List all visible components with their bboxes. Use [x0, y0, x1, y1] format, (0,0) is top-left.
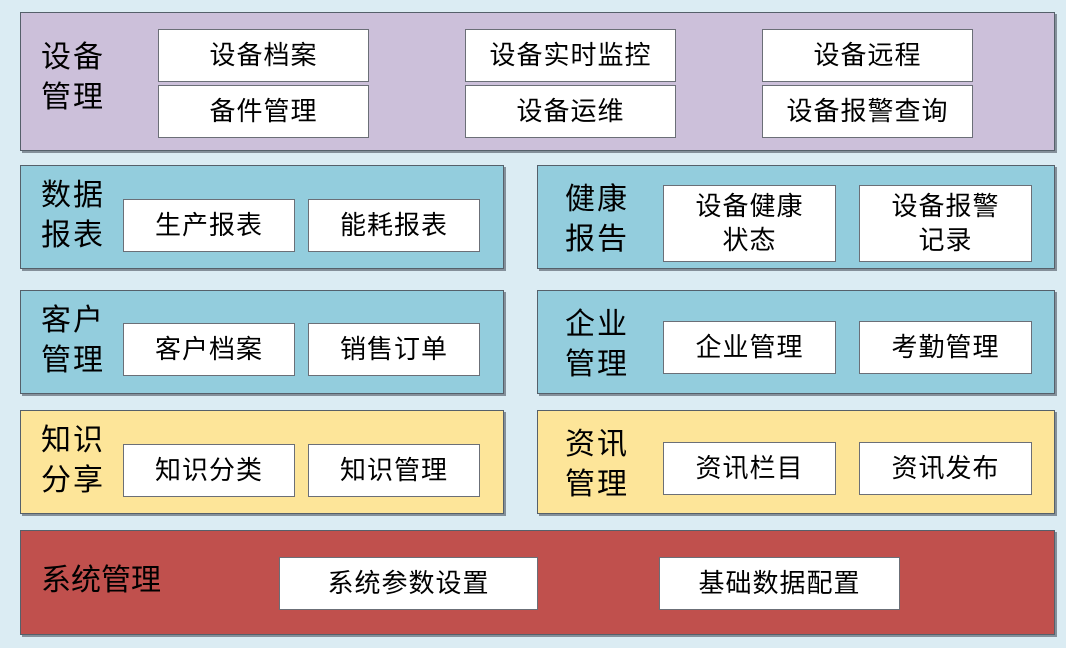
item-equipment-alarm-query[interactable]: 设备报警查询: [762, 85, 973, 138]
item-label: 生产报表: [154, 210, 263, 241]
item-label: 设备档案: [209, 40, 318, 71]
news-management-title: 资讯 管理: [565, 427, 629, 502]
equipment-management-title: 设备 管理: [41, 40, 105, 115]
item-label: 设备报警查询: [786, 96, 949, 127]
item-label: 能耗报表: [339, 210, 448, 241]
item-label: 设备报警 记录: [891, 191, 1000, 256]
knowledge-sharing-title: 知识 分享: [41, 423, 105, 498]
item-equipment-maintenance[interactable]: 设备运维: [465, 85, 676, 138]
system-management-panel: 系统管理 系统参数设置 基础数据配置: [20, 530, 1055, 635]
item-news-publish[interactable]: 资讯发布: [859, 442, 1032, 495]
item-knowledge-management[interactable]: 知识管理: [308, 444, 480, 497]
item-label: 考勤管理: [891, 332, 1000, 363]
item-label: 销售订单: [339, 334, 448, 365]
item-label: 客户档案: [154, 334, 263, 365]
health-report-title: 健康 报告: [565, 182, 629, 257]
item-spare-parts-management[interactable]: 备件管理: [158, 85, 369, 138]
item-equipment-realtime-monitor[interactable]: 设备实时监控: [465, 29, 676, 82]
data-reports-title: 数据 报表: [41, 178, 105, 253]
item-equipment-archive[interactable]: 设备档案: [158, 29, 369, 82]
item-label: 设备健康 状态: [695, 191, 804, 256]
item-energy-report[interactable]: 能耗报表: [308, 199, 480, 252]
item-label: 资讯发布: [891, 453, 1000, 484]
enterprise-management-panel: 企业 管理 企业管理 考勤管理: [537, 290, 1055, 394]
item-label: 企业管理: [695, 332, 804, 363]
item-knowledge-category[interactable]: 知识分类: [123, 444, 295, 497]
item-label: 知识分类: [154, 455, 263, 486]
system-management-title: 系统管理: [41, 563, 161, 598]
item-customer-archive[interactable]: 客户档案: [123, 323, 295, 376]
item-base-data-configuration[interactable]: 基础数据配置: [659, 557, 900, 610]
news-management-panel: 资讯 管理 资讯栏目 资讯发布: [537, 410, 1055, 514]
item-equipment-alarm-record[interactable]: 设备报警 记录: [859, 185, 1032, 262]
item-equipment-health-status[interactable]: 设备健康 状态: [663, 185, 836, 262]
knowledge-sharing-panel: 知识 分享 知识分类 知识管理: [20, 410, 504, 514]
enterprise-management-title: 企业 管理: [565, 307, 629, 382]
item-sales-order[interactable]: 销售订单: [308, 323, 480, 376]
item-label: 知识管理: [339, 455, 448, 486]
item-system-parameter-settings[interactable]: 系统参数设置: [279, 557, 538, 610]
item-label: 设备实时监控: [489, 40, 652, 71]
item-label: 设备远程: [813, 40, 922, 71]
health-report-panel: 健康 报告 设备健康 状态 设备报警 记录: [537, 165, 1055, 269]
equipment-management-panel: 设备 管理 设备档案 设备实时监控 设备远程 备件管理 设备运维 设备报警查询: [20, 12, 1055, 151]
data-reports-panel: 数据 报表 生产报表 能耗报表: [20, 165, 504, 269]
item-attendance-management[interactable]: 考勤管理: [859, 321, 1032, 374]
customer-management-title: 客户 管理: [41, 303, 105, 378]
item-equipment-remote[interactable]: 设备远程: [762, 29, 973, 82]
item-production-report[interactable]: 生产报表: [123, 199, 295, 252]
item-enterprise-management[interactable]: 企业管理: [663, 321, 836, 374]
item-label: 系统参数设置: [327, 568, 490, 599]
item-label: 基础数据配置: [698, 568, 861, 599]
item-label: 设备运维: [516, 96, 625, 127]
item-label: 备件管理: [209, 96, 318, 127]
customer-management-panel: 客户 管理 客户档案 销售订单: [20, 290, 504, 394]
item-news-column[interactable]: 资讯栏目: [663, 442, 836, 495]
item-label: 资讯栏目: [695, 453, 804, 484]
